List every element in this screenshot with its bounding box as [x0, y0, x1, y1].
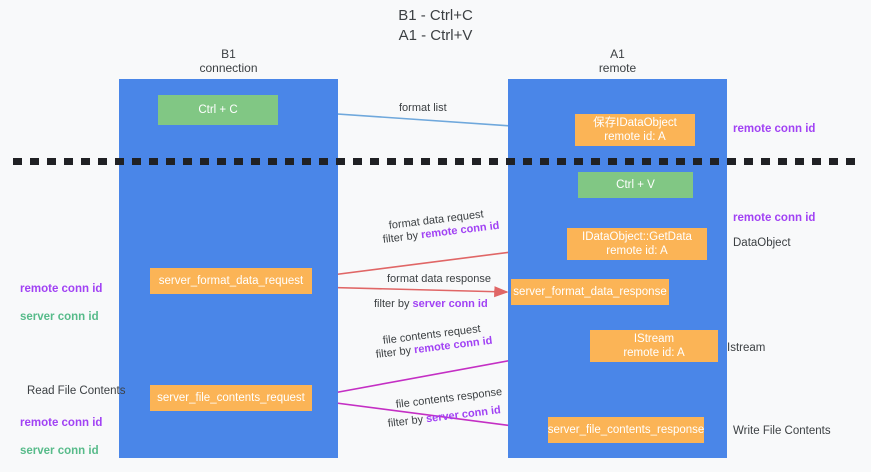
- filter-prefix: filter by: [375, 344, 415, 361]
- annotation-remote-conn-id-top: remote conn id: [733, 123, 816, 135]
- arrow-format-data-response: [312, 286, 509, 298]
- node-server-file-contents-request[interactable]: server_file_contents_request: [150, 385, 312, 411]
- filter-value: server conn id: [412, 298, 488, 310]
- filter-prefix: filter by: [382, 229, 422, 246]
- phase-divider: [13, 158, 860, 165]
- node-ctrl-c[interactable]: Ctrl + C: [158, 95, 278, 125]
- node-istream[interactable]: IStream remote id: A: [590, 330, 718, 362]
- node-ctrl-v[interactable]: Ctrl + V: [578, 172, 693, 198]
- annotation-left-server-conn-id-2: server conn id: [20, 445, 99, 457]
- node-save-idataobject[interactable]: 保存IDataObject remote id: A: [575, 114, 695, 146]
- annotation-left-remote-conn-id: remote conn id: [20, 283, 103, 295]
- page-title: B1 - Ctrl+C A1 - Ctrl+V: [398, 7, 473, 44]
- annotation-left-conn-ids-upper: remote conn id server conn id: [20, 268, 102, 338]
- annotation-istream: Istream: [727, 342, 766, 354]
- annotation-remote-conn-id-mid: remote conn id: [733, 212, 816, 224]
- edge-label-format-list: format list: [399, 102, 447, 114]
- node-server-format-data-request[interactable]: server_format_data_request: [150, 268, 312, 294]
- filter-prefix: filter by: [387, 413, 427, 430]
- node-idataobject-getdata[interactable]: IDataObject::GetData remote id: A: [567, 228, 707, 260]
- column-header-b1: B1 connection: [199, 47, 258, 75]
- edge-label-format-data-response-filter: filter by server conn id: [374, 297, 488, 312]
- node-server-format-data-response[interactable]: server_format_data_response: [511, 279, 669, 305]
- annotation-write-file-contents: Write File Contents: [733, 425, 831, 437]
- annotation-dataobject: DataObject: [733, 237, 791, 249]
- node-server-file-contents-response[interactable]: server_file_contents_response: [548, 417, 704, 443]
- edge-label-format-data-response: format data response: [387, 273, 491, 285]
- annotation-read-file-contents: Read File Contents: [27, 385, 126, 397]
- annotation-left-remote-conn-id-2: remote conn id: [20, 417, 103, 429]
- column-header-a1: A1 remote: [598, 47, 637, 75]
- annotation-left-conn-ids-lower: remote conn id server conn id: [20, 402, 102, 472]
- arrow-file-contents-response: [312, 399, 546, 434]
- annotation-left-server-conn-id: server conn id: [20, 311, 99, 323]
- filter-prefix: filter by: [374, 298, 413, 310]
